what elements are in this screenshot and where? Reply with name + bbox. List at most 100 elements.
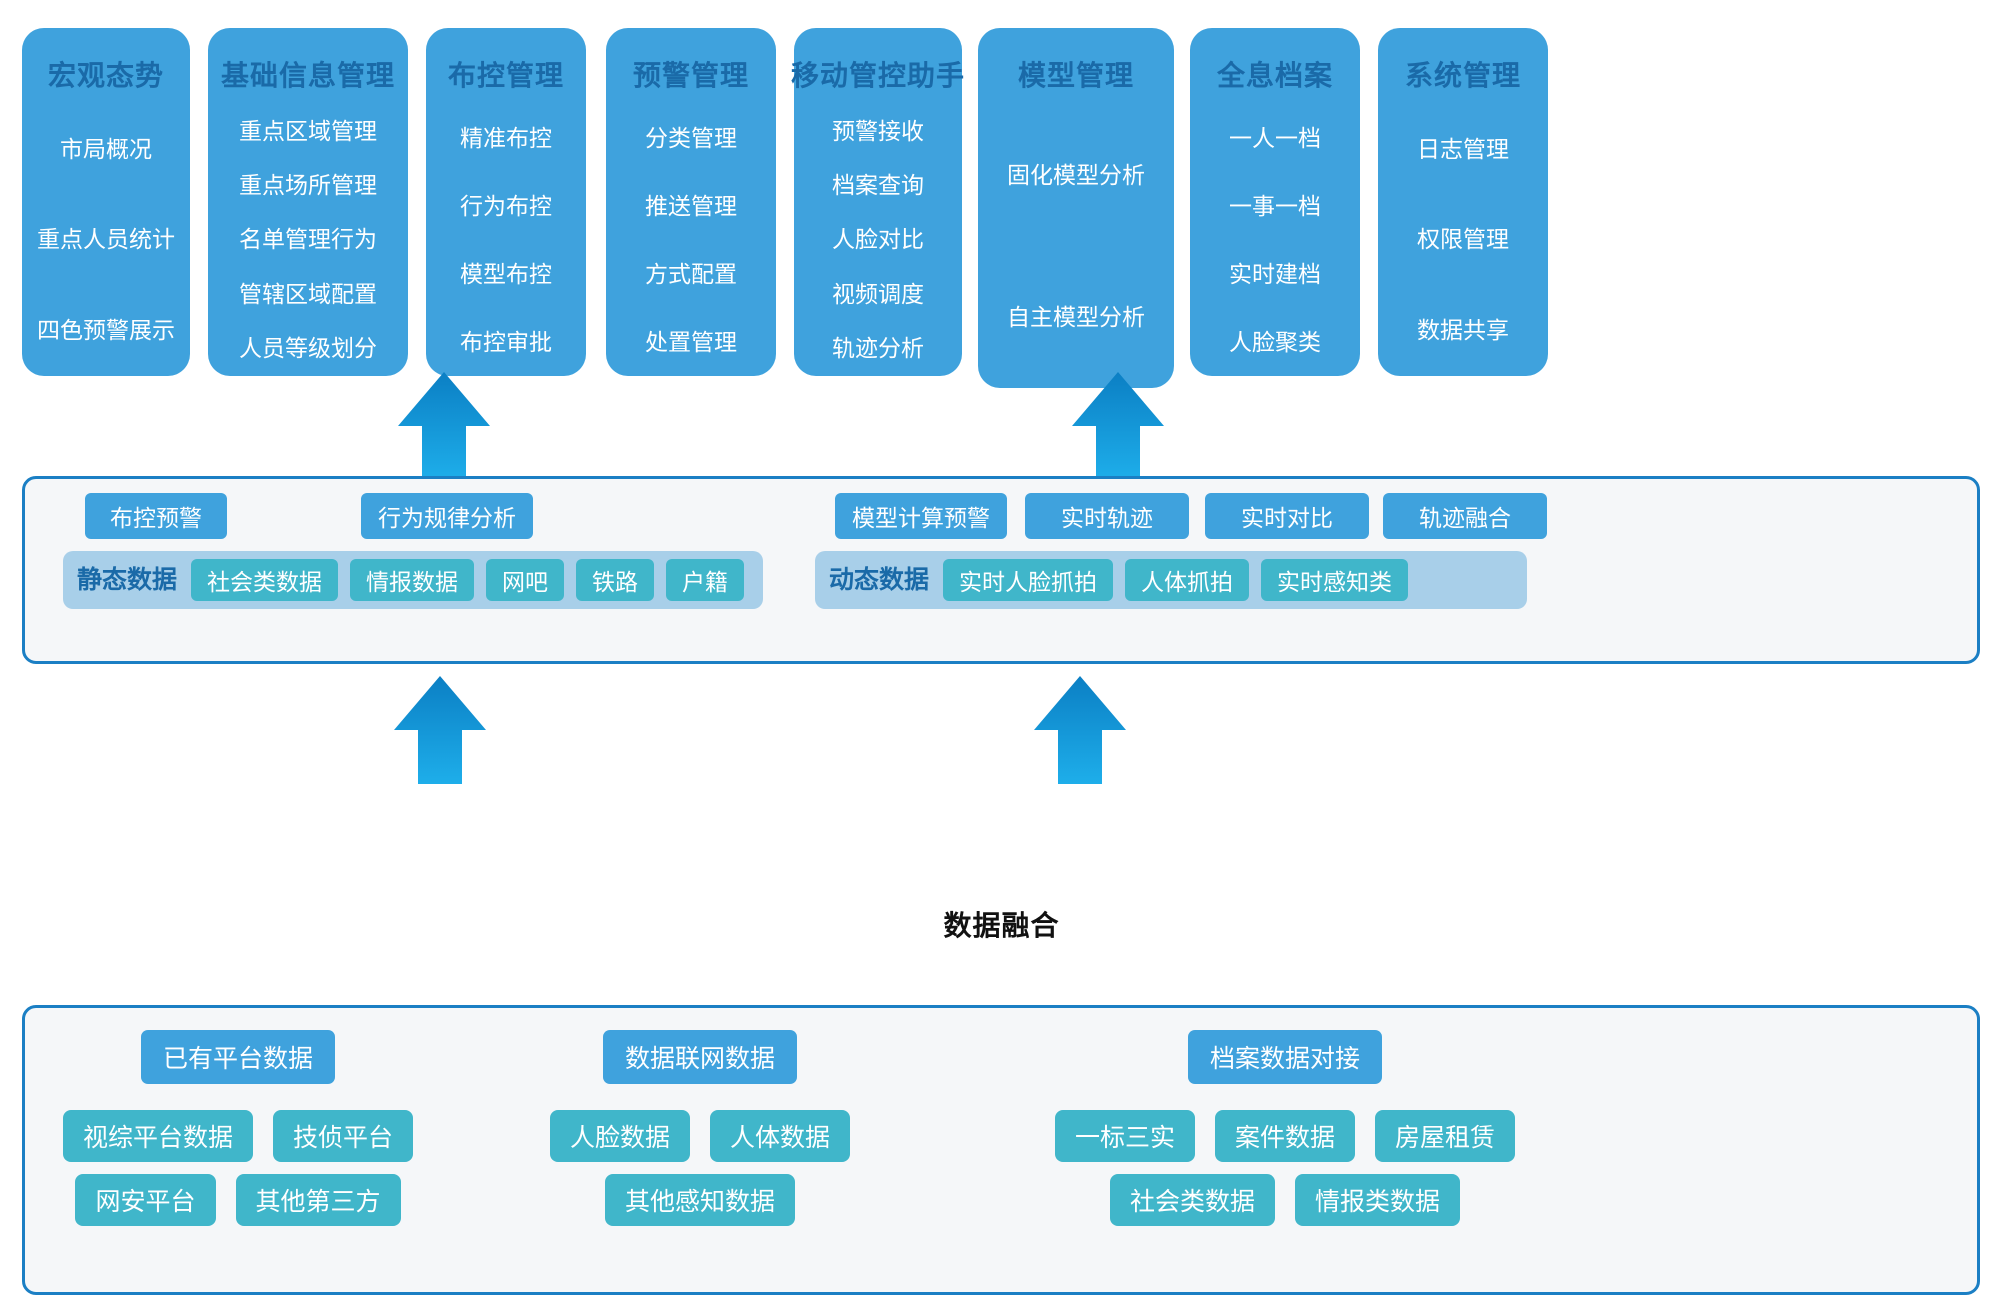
service-pill-row: 布控预警 行为规律分析 [63, 493, 763, 539]
module-item[interactable]: 人脸对比 [832, 226, 924, 253]
data-category-band: 静态数据社会类数据情报数据网吧铁路户籍 [63, 551, 763, 609]
module-card[interactable]: 宏观态势市局概况重点人员统计四色预警展示 [22, 28, 190, 376]
data-source-group-header[interactable]: 已有平台数据 [140, 1030, 335, 1084]
module-item[interactable]: 轨迹分析 [832, 335, 924, 362]
data-category-label: 动态数据 [829, 565, 930, 594]
data-source-chip[interactable]: 网安平台 [75, 1174, 216, 1226]
module-card[interactable]: 基础信息管理重点区域管理重点场所管理名单管理行为管辖区域配置人员等级划分 [208, 28, 408, 376]
data-source-row: 视综平台数据技侦平台 [53, 1110, 423, 1162]
service-pill[interactable]: 轨迹融合 [1383, 493, 1547, 539]
module-item[interactable]: 重点场所管理 [239, 172, 377, 199]
module-item-list: 预警接收档案查询人脸对比视频调度轨迹分析 [794, 104, 962, 376]
module-item[interactable]: 人脸聚类 [1229, 328, 1321, 355]
data-source-chip[interactable]: 其他第三方 [235, 1174, 401, 1226]
data-category-band: 动态数据实时人脸抓拍人体抓拍实时感知类 [815, 551, 1527, 609]
data-source-group-header[interactable]: 数据联网数据 [602, 1030, 797, 1084]
data-category-chip[interactable]: 情报数据 [350, 559, 475, 601]
module-card-title: 移动管控助手 [791, 60, 966, 91]
data-category-chip[interactable]: 社会类数据 [191, 559, 339, 601]
module-item-list: 分类管理推送管理方式配置处置管理 [606, 104, 776, 376]
module-item[interactable]: 行为布控 [460, 192, 552, 219]
module-item-list: 精准布控行为布控模型布控布控审批 [426, 104, 586, 376]
module-item[interactable]: 管辖区域配置 [239, 280, 377, 307]
module-card-title: 模型管理 [1017, 60, 1134, 91]
module-item[interactable]: 实时建档 [1229, 260, 1321, 287]
data-source-chip[interactable]: 一标三实 [1054, 1110, 1195, 1162]
module-item[interactable]: 数据共享 [1417, 317, 1509, 344]
module-item[interactable]: 日志管理 [1417, 135, 1509, 162]
module-item-list: 日志管理权限管理数据共享 [1378, 104, 1548, 376]
static-data-group: 布控预警 行为规律分析静态数据社会类数据情报数据网吧铁路户籍 [63, 493, 763, 609]
service-pill-row: 模型计算预警实时轨迹实时对比轨迹融合 [815, 493, 1547, 539]
module-item[interactable]: 推送管理 [645, 192, 737, 219]
module-item[interactable]: 布控审批 [460, 328, 552, 355]
data-category-chip[interactable]: 实时感知类 [1261, 559, 1409, 601]
module-item-list: 重点区域管理重点场所管理名单管理行为管辖区域配置人员等级划分 [208, 104, 408, 376]
data-category-chip[interactable]: 户籍 [666, 559, 745, 601]
data-source-chip[interactable]: 案件数据 [1214, 1110, 1355, 1162]
service-pill[interactable]: 实时轨迹 [1025, 493, 1189, 539]
service-pill[interactable]: 实时对比 [1205, 493, 1369, 539]
module-card[interactable]: 全息档案一人一档一事一档实时建档人脸聚类 [1190, 28, 1360, 376]
module-item[interactable]: 重点区域管理 [239, 117, 377, 144]
module-item[interactable]: 自主模型分析 [1007, 303, 1145, 330]
data-source-chip[interactable]: 人脸数据 [549, 1110, 690, 1162]
data-source-chip[interactable]: 技侦平台 [273, 1110, 414, 1162]
data-category-chip[interactable]: 铁路 [576, 559, 655, 601]
module-item[interactable]: 固化模型分析 [1007, 161, 1145, 188]
data-source-chip[interactable]: 房屋租赁 [1375, 1110, 1516, 1162]
module-item[interactable]: 模型布控 [460, 260, 552, 287]
data-source-chip[interactable]: 社会类数据 [1109, 1174, 1275, 1226]
service-pill[interactable]: 布控预警 [85, 493, 227, 539]
module-item[interactable]: 方式配置 [645, 260, 737, 287]
module-item[interactable]: 视频调度 [832, 280, 924, 307]
data-category-chip[interactable]: 实时人脸抓拍 [943, 559, 1114, 601]
data-source-chip[interactable]: 视综平台数据 [62, 1110, 253, 1162]
module-item-list: 市局概况重点人员统计四色预警展示 [22, 104, 190, 376]
data-source-row: 社会类数据情报类数据 [1100, 1174, 1470, 1226]
module-item[interactable]: 精准布控 [460, 124, 552, 151]
module-card[interactable]: 预警管理分类管理推送管理方式配置处置管理 [606, 28, 776, 376]
arrow-fusion-right-icon [1034, 676, 1126, 784]
network-data: 数据联网数据人脸数据人体数据其他感知数据 [505, 1030, 895, 1226]
module-card[interactable]: 布控管理精准布控行为布控模型布控布控审批 [426, 28, 586, 376]
data-source-chip[interactable]: 人体数据 [710, 1110, 851, 1162]
module-item[interactable]: 处置管理 [645, 328, 737, 355]
module-item[interactable]: 一事一档 [1229, 192, 1321, 219]
module-item[interactable]: 档案查询 [832, 172, 924, 199]
data-service-layer-panel: 布控预警行为规律分析静态数据社会类数据情报数据网吧铁路户籍模型计算预警实时轨迹实… [22, 476, 1980, 664]
module-item[interactable]: 重点人员统计 [37, 226, 175, 253]
module-item[interactable]: 名单管理行为 [239, 226, 377, 253]
data-category-chip[interactable]: 网吧 [486, 559, 565, 601]
module-card-title: 预警管理 [632, 60, 749, 91]
module-card[interactable]: 模型管理固化模型分析自主模型分析 [978, 28, 1174, 388]
data-source-group-header[interactable]: 档案数据对接 [1187, 1030, 1382, 1084]
module-item[interactable]: 四色预警展示 [37, 317, 175, 344]
arrow-fusion-left-icon [394, 676, 486, 784]
data-source-chip[interactable]: 其他感知数据 [604, 1174, 795, 1226]
data-source-chip[interactable]: 情报类数据 [1295, 1174, 1461, 1226]
module-item-list: 一人一档一事一档实时建档人脸聚类 [1190, 104, 1360, 376]
data-source-row: 网安平台其他第三方 [65, 1174, 410, 1226]
module-item[interactable]: 权限管理 [1417, 226, 1509, 253]
data-fusion-label: 数据融合 [943, 910, 1060, 941]
dynamic-data-group: 模型计算预警实时轨迹实时对比轨迹融合动态数据实时人脸抓拍人体抓拍实时感知类 [815, 493, 1547, 609]
module-item[interactable]: 预警接收 [832, 117, 924, 144]
service-pill[interactable]: 模型计算预警 [835, 493, 1007, 539]
module-item[interactable]: 人员等级划分 [239, 335, 377, 362]
module-card-title: 全息档案 [1216, 60, 1333, 91]
module-item-list: 固化模型分析自主模型分析 [978, 104, 1174, 388]
arrow-model-up-icon [1072, 372, 1164, 480]
module-card-title: 宏观态势 [47, 60, 164, 91]
module-card[interactable]: 移动管控助手预警接收档案查询人脸对比视频调度轨迹分析 [791, 28, 966, 376]
data-source-row: 其他感知数据 [595, 1174, 805, 1226]
data-source-layer-panel: 已有平台数据视综平台数据技侦平台网安平台其他第三方数据联网数据人脸数据人体数据其… [22, 1005, 1980, 1295]
data-category-chip[interactable]: 人体抓拍 [1125, 559, 1250, 601]
data-source-row: 人脸数据人体数据 [540, 1110, 860, 1162]
module-item[interactable]: 分类管理 [645, 124, 737, 151]
existing-platform-data: 已有平台数据视综平台数据技侦平台网安平台其他第三方 [43, 1030, 433, 1226]
module-item[interactable]: 市局概况 [60, 135, 152, 162]
module-item[interactable]: 一人一档 [1229, 124, 1321, 151]
module-card[interactable]: 系统管理日志管理权限管理数据共享 [1378, 28, 1548, 376]
service-pill[interactable]: 行为规律分析 [361, 493, 533, 539]
